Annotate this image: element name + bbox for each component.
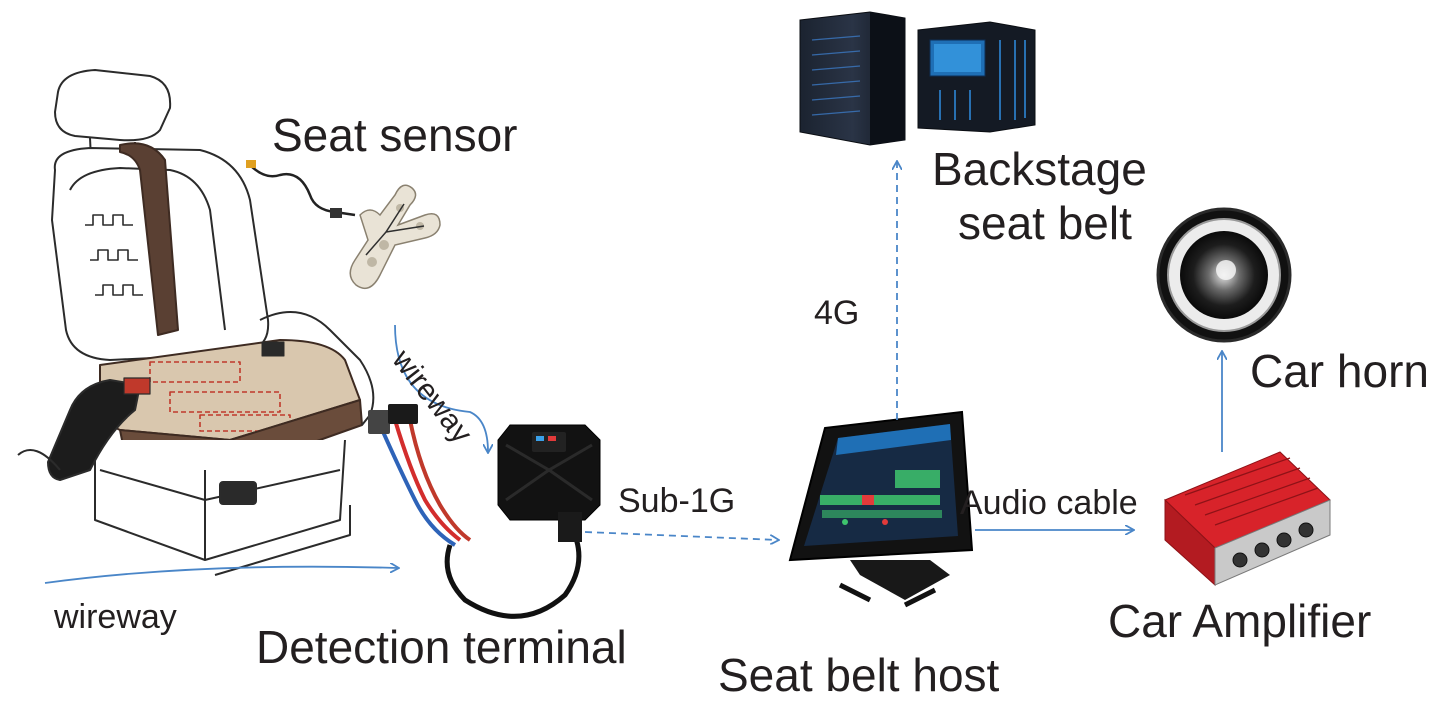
car-amplifier-label: Car Amplifier xyxy=(1108,595,1372,647)
seat-belt-host-label: Seat belt host xyxy=(718,649,1000,701)
seat-sensor-icon xyxy=(246,160,441,290)
sub-1g-arrow xyxy=(584,531,778,540)
wireway-lower-arrow xyxy=(44,567,398,584)
server-rack-icon xyxy=(799,11,1036,146)
seat-sensor-label: Seat sensor xyxy=(272,109,518,161)
sub-1g-label: Sub-1G xyxy=(618,482,736,520)
4g-label: 4G xyxy=(814,294,860,332)
detection-terminal-icon xyxy=(368,404,601,619)
car-seat-icon xyxy=(17,69,375,576)
audio-cable-label: Audio cable xyxy=(960,484,1138,522)
detection-terminal-label: Detection terminal xyxy=(256,621,627,673)
backstage-label-line1: Backstage xyxy=(932,143,1147,195)
wireway-upper-arrow xyxy=(394,324,488,452)
seat-belt-host-monitor-icon xyxy=(788,410,974,608)
car-amplifier-icon xyxy=(1164,451,1331,587)
backstage-label-line2: seat belt xyxy=(958,197,1132,249)
car-horn-label: Car horn xyxy=(1250,345,1429,397)
connectors xyxy=(44,162,1222,584)
speaker-icon xyxy=(1156,207,1292,343)
wireway-lower-label: wireway xyxy=(54,598,177,636)
